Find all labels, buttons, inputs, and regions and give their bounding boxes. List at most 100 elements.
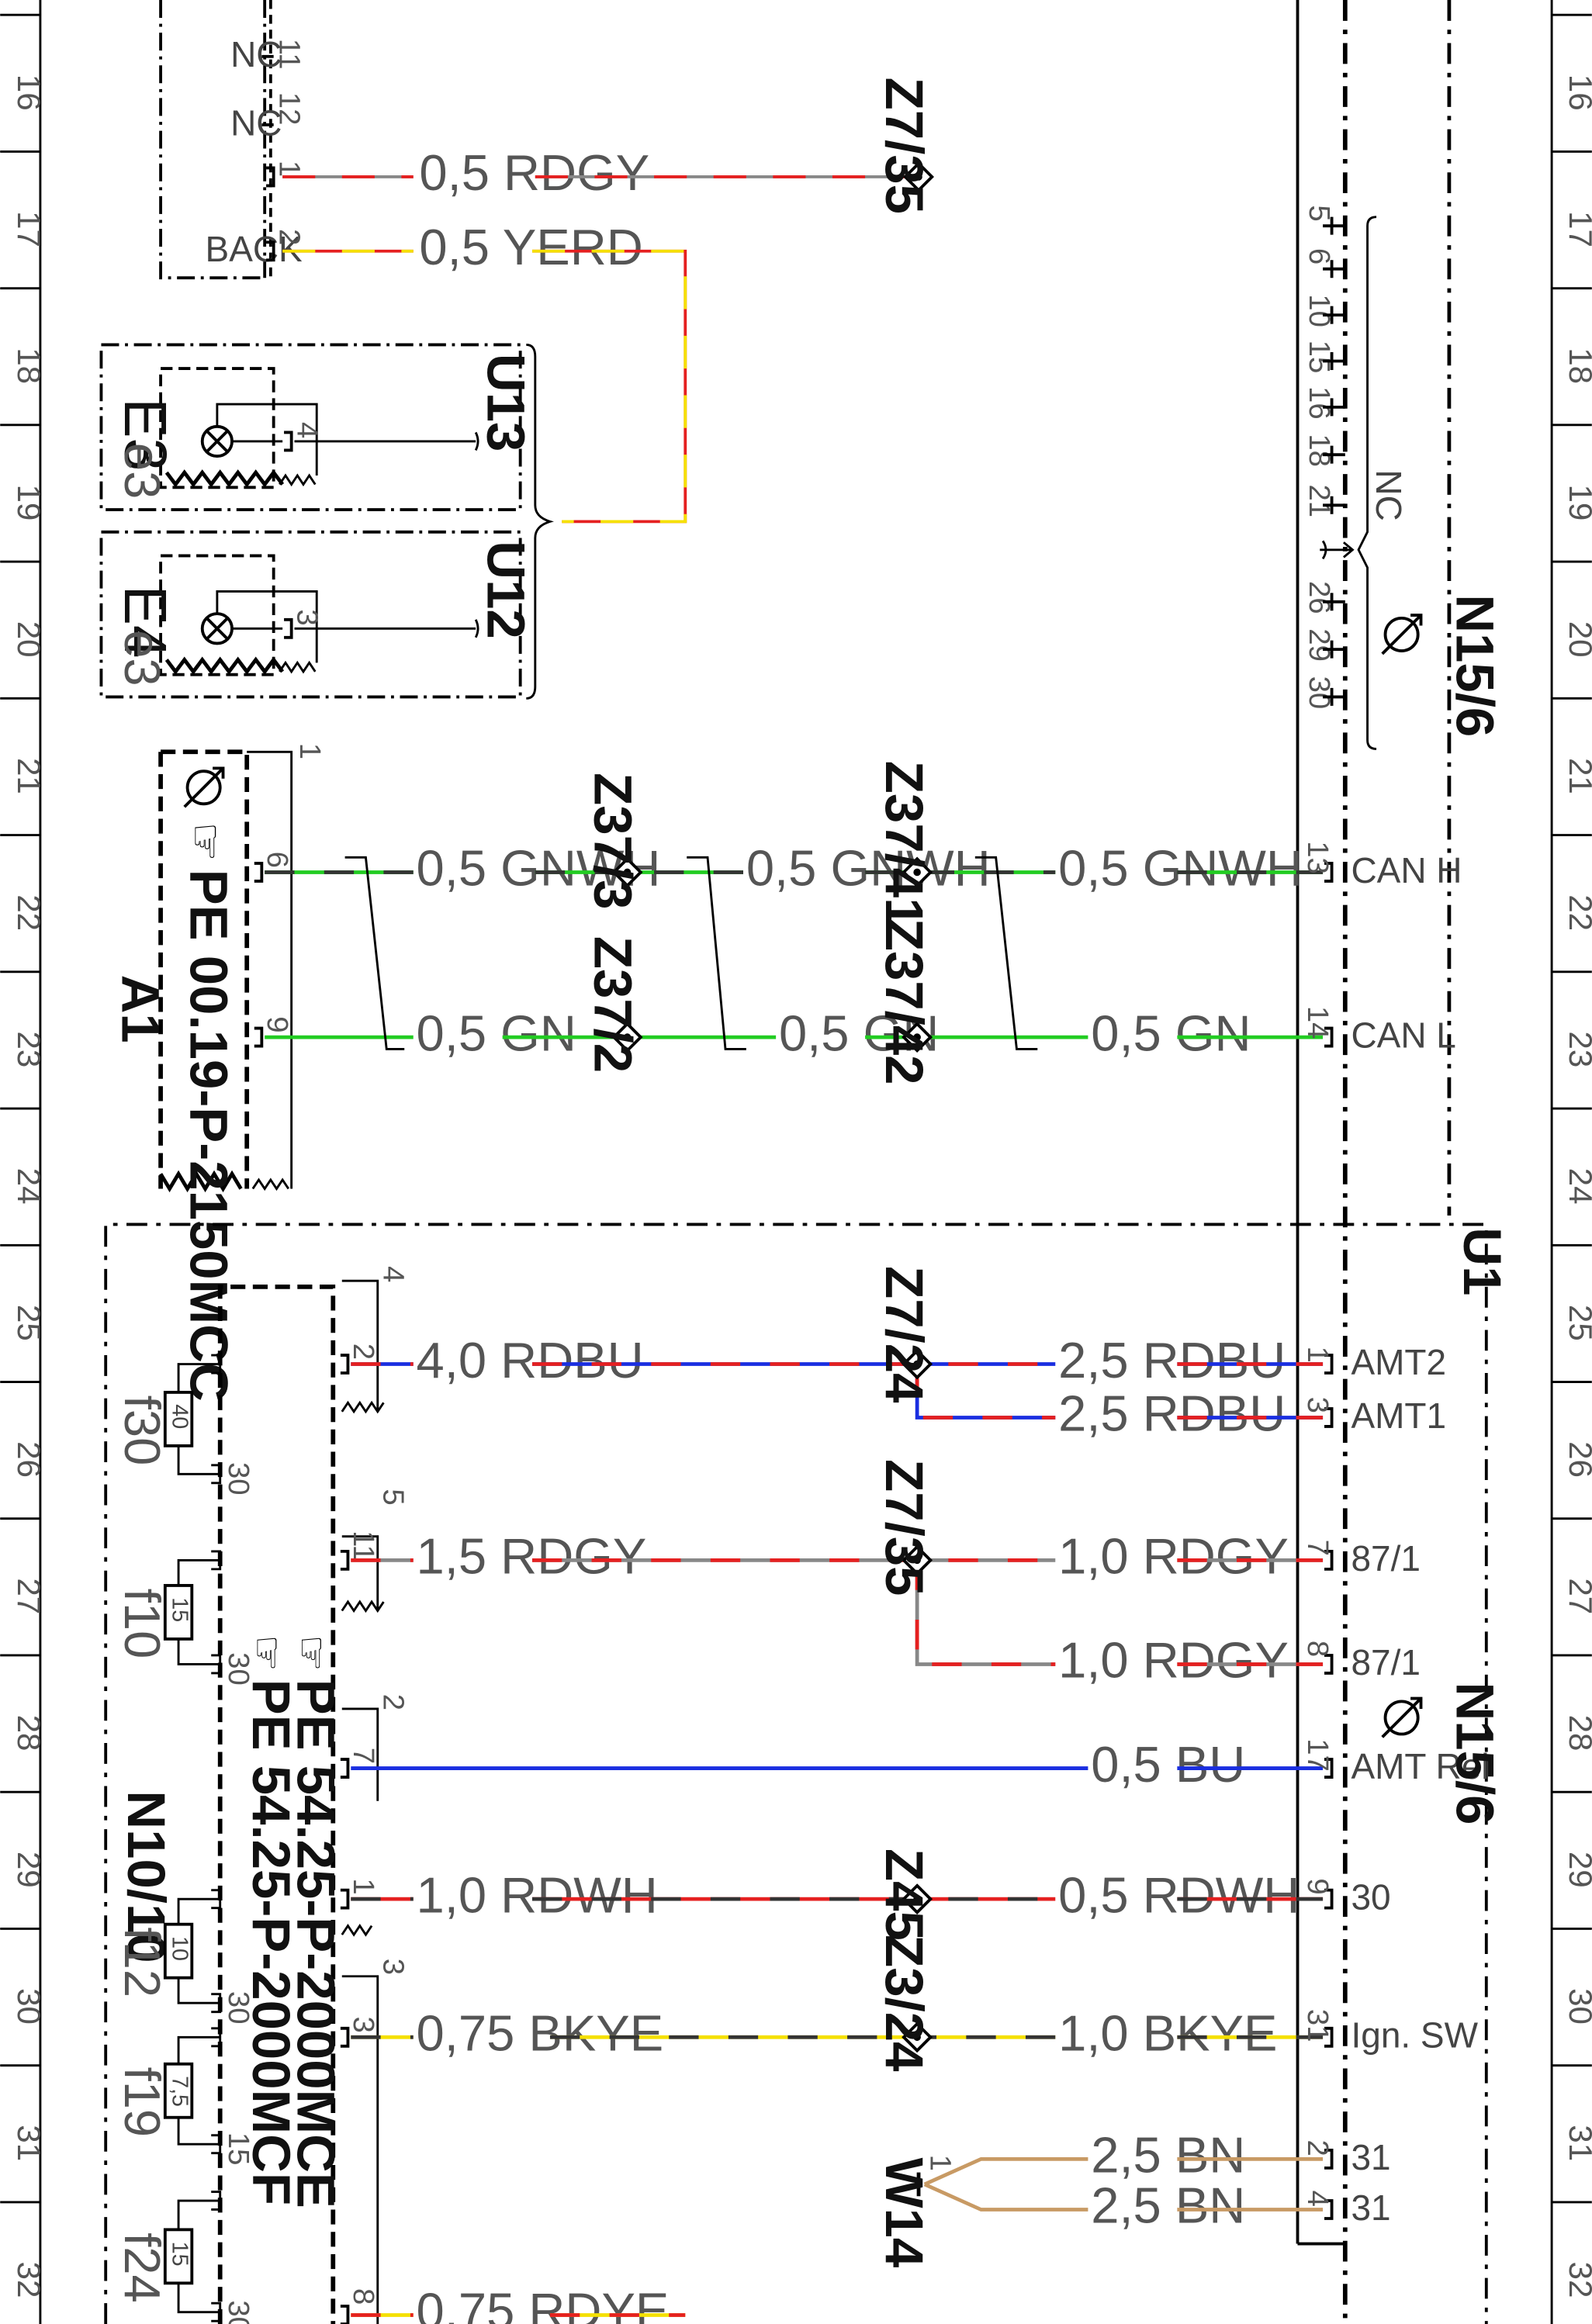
grid-row-number: 28 (11, 1715, 47, 1752)
wire-bn-25a: 2,5 BN (1091, 2127, 1245, 2184)
pin-31: 31 (1301, 2009, 1334, 2042)
fuse-terminal (211, 1464, 222, 1485)
signal-30: 30 (1351, 1877, 1390, 1918)
can-splices: Z37/3 Z37/41 Z37/2 Z37/42 (583, 761, 933, 1085)
wire-gn-1: 0,5 GN (417, 1005, 576, 1061)
signal-87-1b: 87/1 (1351, 1642, 1420, 1682)
splice-z7-35-top: Z7/35 (874, 78, 934, 214)
fuse-terminal (211, 1889, 222, 1910)
a1-instrument-cluster: 1 PE 00.19-P-2150MCC ☞ A1 6 9 (110, 743, 327, 1402)
fuse-rating: 7,5 (167, 2076, 192, 2107)
n15-6-top-pin-mark (1323, 306, 1345, 324)
splice-z37-41: Z37/41 (874, 761, 934, 928)
grid-row-number: 17 (1563, 211, 1592, 247)
fuse-name: f30 (114, 1395, 171, 1466)
grid-row-number: 30 (11, 1988, 47, 2025)
wire-label-yerd-05: 0,5 YERD (419, 219, 642, 275)
grid-row-number: 20 (11, 621, 47, 658)
a1-note: PE 00.19-P-2150MCC (178, 870, 238, 1402)
grid-row-number: 25 (11, 1305, 47, 1341)
nc-label-2: NC (230, 102, 282, 143)
wire-rdye-075: 0,75 RDYE (417, 2283, 670, 2324)
grid-row-number: 31 (11, 2125, 47, 2161)
wire-rdye: 0,75 RDYE (351, 2283, 686, 2324)
splice-z3-24: Z3/24 (874, 1935, 934, 2071)
a1-hand-icon: ☞ (180, 821, 230, 862)
signal-amt2: AMT2 (1351, 1342, 1446, 1382)
wire-rdgy-10b: 1,0 RDGY (1058, 1632, 1289, 1689)
pe-mcf-note: PE 54.25-P-2000MCF (241, 1679, 301, 2205)
w14-label: W14 (874, 2157, 934, 2267)
fuse-wire (177, 1558, 220, 1665)
n10-p3: 3 (347, 2016, 380, 2032)
pin-13: 13 (1301, 841, 1334, 874)
grid-row-number: 16 (1563, 74, 1592, 111)
top-connector: NC NC BACK 11 12 1 2 (159, 0, 306, 280)
fuse-pin: 30 (222, 1652, 255, 1686)
grid-row-number: 23 (11, 1031, 47, 1067)
n10-p2: 2 (347, 1344, 380, 1360)
n15-6-top-pin-mark (1323, 687, 1345, 706)
can-l-wire: 0,5 GN 0,5 GN 0,5 GN (265, 1005, 1324, 1061)
signal-31b: 31 (1351, 2187, 1390, 2228)
grid-row-number: 32 (1563, 2262, 1592, 2298)
fuse-name: f10 (114, 1589, 171, 1659)
grid-frame (39, 0, 1553, 2324)
grid-row-number: 32 (11, 2262, 47, 2298)
grid-row-number: 26 (1563, 1441, 1592, 1478)
e3-label: E3 (112, 398, 178, 471)
fuse-body (163, 1922, 194, 1980)
ground-w14: W14 1 2,5 BN 2,5 BN (874, 2127, 1324, 2267)
grid-row-number: 19 (11, 484, 47, 520)
fuse-terminal (211, 2134, 222, 2155)
splice-z45: Z45 (874, 1848, 934, 1941)
wire-rdwh: 1,0 RDWH 0,5 RDWH Z45 (351, 1848, 1324, 1941)
signal-87-1a: 87/1 (1351, 1538, 1420, 1579)
n15-6-top-pin-mark (1323, 496, 1345, 514)
u13-label: U13 (476, 354, 536, 451)
n10-bracket-3: 3 (376, 1959, 410, 1975)
fuse-terminal (211, 1354, 222, 1375)
wire-gn-3: 0,5 GN (1091, 1005, 1251, 1061)
n10-connector-pins: 2 11 7 1 3 8 (338, 1344, 380, 2324)
fuse-rating: 15 (167, 2242, 192, 2267)
wire-rdwh-10: 1,0 RDWH (417, 1866, 658, 1923)
n15-6-top-symbol: N15/6 (1381, 594, 1504, 737)
wire-bkye-075: 0,75 BKYE (417, 2005, 664, 2062)
pin-8: 8 (1301, 1641, 1334, 1657)
fuse-name: f19 (114, 2067, 171, 2138)
fuse-body (163, 2228, 194, 2285)
wire-rdbu: 4,0 RDBU 2,5 RDBU 2,5 RDBU Z7/24 (351, 1266, 1324, 1442)
fuse-pin: 15 (222, 2132, 255, 2166)
n15-6-label-bottom: N15/6 (1445, 1682, 1504, 1824)
u1-box: U1 (104, 1223, 1512, 2324)
grid-row-number: 26 (11, 1441, 47, 1478)
grid-row-number: 23 (1563, 1031, 1592, 1067)
fuse-pin: 30 (222, 1991, 255, 2025)
e4-sub: e3 (114, 630, 171, 686)
fuse-terminal (211, 2302, 222, 2322)
grid-row-number: 16 (11, 74, 47, 111)
u1-label: U1 (1452, 1227, 1512, 1295)
signal-31a: 31 (1351, 2137, 1390, 2177)
wire-bu-05: 0,5 BU (1091, 1736, 1245, 1793)
fuse-wire (177, 1897, 220, 2004)
fuse-body (163, 2062, 194, 2119)
wire-rdbu-25a: 2,5 RDBU (1058, 1332, 1286, 1389)
fuse-rating: 15 (167, 1597, 192, 1622)
grid-row-number: 29 (11, 1852, 47, 1888)
n10-p7: 7 (347, 1748, 380, 1764)
wire-rdgy-15: 1,5 RDGY (417, 1528, 647, 1585)
wire-bkye-10: 1,0 BKYE (1058, 2005, 1277, 2062)
n15-6-top-pin: 6 (1303, 248, 1336, 265)
n10-p1: 1 (347, 1878, 380, 1894)
nc-bus: NC (1320, 216, 1409, 750)
pin-4-e3: 4 (290, 422, 324, 438)
signal-ign-sw: Ign. SW (1351, 2015, 1478, 2056)
n10-bracket-2: 2 (376, 1694, 410, 1710)
signal-can-l: CAN L (1351, 1015, 1455, 1055)
wire-bkye: 0,75 BKYE 1,0 BKYE Z3/24 (351, 1935, 1324, 2071)
pin-1: 1 (1301, 1347, 1334, 1363)
fuse-rating: 10 (167, 1936, 192, 1961)
signal-amt1: AMT1 (1351, 1395, 1446, 1436)
